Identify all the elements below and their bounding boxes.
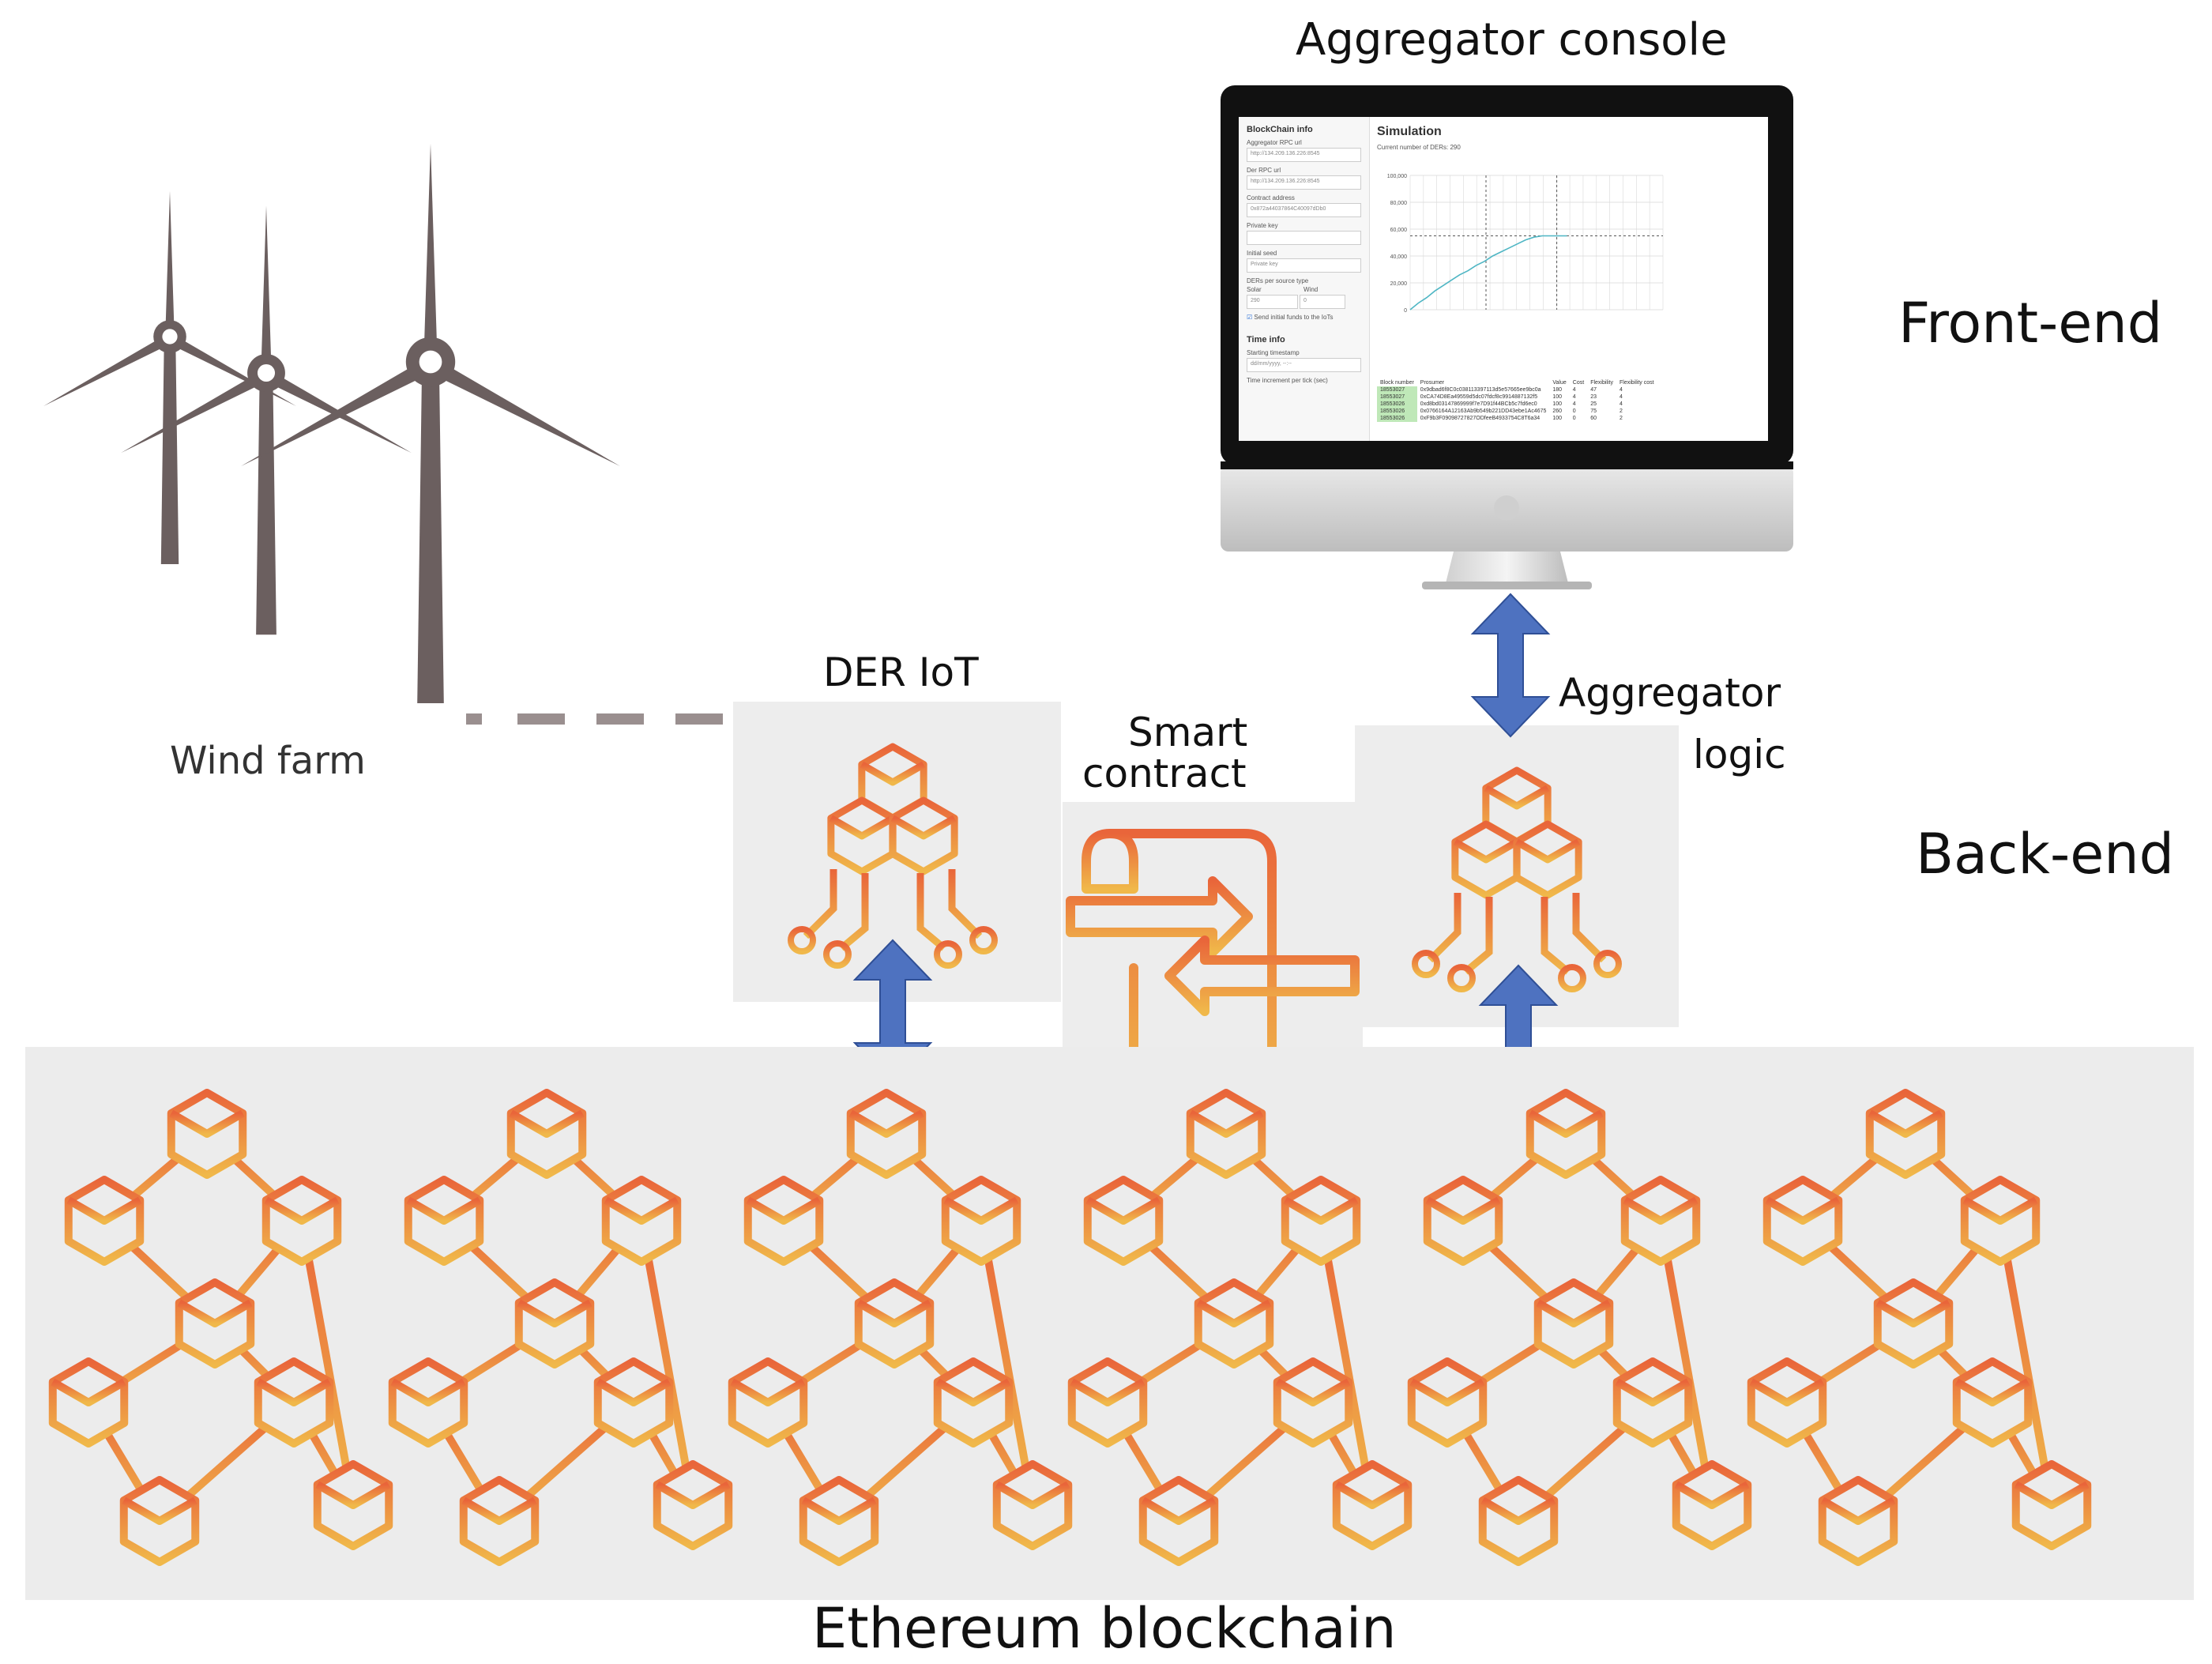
blockchain-tile — [1407, 1089, 1752, 1566]
der-iot-label: DER IoT — [823, 649, 979, 695]
ethereum-blockchain-icon — [48, 1089, 2092, 1566]
table-header: Flexibility cost — [1619, 380, 1654, 386]
table-header: Block number — [1380, 380, 1414, 386]
private-key-label: Private key — [1247, 222, 1278, 229]
y-tick-label: 80,000 — [1390, 201, 1408, 206]
table-cell: 4 — [1619, 401, 1623, 407]
aggregator-logic-label-line2: logic — [1693, 732, 1786, 777]
cube-cluster — [788, 743, 998, 969]
table-cell: 60 — [1590, 416, 1597, 421]
table-cell: 0 — [1572, 416, 1576, 421]
table-cell: 0xF9b3F09098727827ODfeeB4933754C8T6a34 — [1420, 416, 1540, 421]
solar-field[interactable]: 290 — [1247, 295, 1298, 309]
wind-farm-icon — [43, 143, 723, 725]
table-cell: 4 — [1572, 401, 1576, 407]
current-ders-text: Current number of DERs: 290 — [1377, 144, 1461, 151]
table-cell: 18553027 — [1377, 393, 1417, 401]
back-end-label: Back-end — [1916, 822, 2175, 887]
wind-label: Wind — [1304, 286, 1319, 293]
y-tick-label: 20,000 — [1390, 281, 1408, 287]
cube-cluster — [1412, 766, 1622, 992]
der-rpc-label: Der RPC url — [1247, 167, 1281, 174]
blockchain-tile — [1067, 1089, 1413, 1566]
table-cell: 100 — [1552, 401, 1563, 407]
table-cell: 75 — [1590, 408, 1597, 414]
table-header: Value — [1552, 380, 1567, 386]
starting-timestamp-field[interactable]: dd/mm/yyyy, --:-- — [1247, 358, 1361, 372]
table-cell: 18553026 — [1377, 415, 1417, 422]
table-cell: 18553026 — [1377, 408, 1417, 415]
simulation-title: Simulation — [1377, 125, 1442, 138]
table-cell: 2 — [1619, 408, 1623, 414]
console-aggregator-arrow — [1470, 593, 1551, 738]
table-cell: 0xd8bd03147869999f7e7D91f44BCb5c7fd6ec0 — [1420, 401, 1537, 407]
console-main: Simulation Current number of DERs: 290 — [1377, 117, 1768, 441]
smart-contract-label-line1: Smart — [1128, 710, 1248, 755]
table-header: Flexibility — [1590, 380, 1613, 386]
aggregator-rpc-label: Aggregator RPC url — [1247, 139, 1302, 146]
y-tick-label: 0 — [1404, 308, 1407, 314]
blockchain-tile — [1747, 1089, 2092, 1566]
der-iot-icon — [788, 743, 998, 969]
ders-line-chart: 0 20,000 40,000 60,000 80,000 100,000 — [1387, 174, 1664, 314]
solar-label: Solar — [1247, 286, 1262, 293]
y-tick-label: 100,000 — [1387, 174, 1407, 179]
blockchain-tile — [48, 1089, 393, 1566]
table-header: Cost — [1572, 380, 1585, 386]
y-tick-label: 60,000 — [1390, 228, 1408, 233]
table-cell: 0xCA74D8Ea49559d5dc07fdcf8c9914887132f5 — [1420, 394, 1538, 400]
y-tick-label: 40,000 — [1390, 254, 1408, 260]
aggregator-logic-icon — [1412, 766, 1622, 992]
der-rpc-field[interactable]: http://134.209.136.226:8545 — [1247, 175, 1361, 190]
time-info-heading: Time info — [1247, 335, 1285, 344]
front-end-label: Front-end — [1898, 291, 2163, 356]
table-cell: 0x9dbad6f8C0c038113397113d5e57665ee9bc0a — [1420, 387, 1541, 393]
initial-seed-field[interactable]: Private key — [1247, 258, 1361, 273]
table-cell: 4 — [1572, 394, 1576, 400]
wind-farm-label: Wind farm — [170, 739, 366, 783]
table-cell: 2 — [1619, 416, 1623, 421]
console-sidebar: BlockChain info Aggregator RPC url http:… — [1239, 117, 1370, 441]
ders-per-source-label: DERs per source type — [1247, 277, 1309, 284]
table-cell: 260 — [1552, 408, 1563, 414]
table-cell: 0x0766164A12163Ab9b549b221DD43ebe1Ac4675 — [1420, 408, 1547, 414]
table-cell: 47 — [1590, 387, 1597, 393]
table-cell: 18553027 — [1377, 386, 1417, 393]
table-cell: 18553026 — [1377, 401, 1417, 408]
ders-series-line — [1409, 235, 1567, 311]
starting-timestamp-label: Starting timestamp — [1247, 349, 1300, 356]
blockchain-tile — [388, 1089, 733, 1566]
time-increment-label: Time increment per tick (sec) — [1247, 377, 1328, 384]
transactions-table: Block number Prosumer Value Cost Flexibility… — [1377, 379, 1657, 422]
private-key-field[interactable] — [1247, 231, 1361, 245]
table-cell: 4 — [1619, 394, 1623, 400]
table-cell: 25 — [1590, 401, 1597, 407]
aggregator-rpc-field[interactable]: http://134.209.136.226:8545 — [1247, 148, 1361, 162]
console-screen: BlockChain info Aggregator RPC url http:… — [1239, 117, 1768, 441]
aggregator-logic-label-line1: Aggregator — [1559, 670, 1781, 716]
contract-address-field[interactable]: 0x872a44037864C40097dDb0 — [1247, 203, 1361, 217]
table-cell: 4 — [1619, 387, 1623, 393]
smart-contract-label-line2: contract — [1082, 751, 1247, 796]
send-funds-checkbox[interactable]: ☑ Send initial funds to the IoTs — [1247, 314, 1334, 321]
initial-seed-label: Initial seed — [1247, 250, 1277, 257]
table-header: Prosumer — [1420, 380, 1445, 386]
table-cell: 100 — [1552, 394, 1563, 400]
ethereum-blockchain-label: Ethereum blockchain — [812, 1596, 1397, 1661]
table-cell: 23 — [1590, 394, 1597, 400]
table-cell: 100 — [1552, 416, 1563, 421]
table-cell: 180 — [1552, 387, 1563, 393]
contract-address-label: Contract address — [1247, 194, 1295, 201]
table-cell: 0 — [1572, 408, 1576, 414]
blockchain-tile — [728, 1089, 1073, 1566]
aggregator-console-title: Aggregator console — [1296, 14, 1728, 66]
table-cell: 4 — [1572, 387, 1576, 393]
wind-field[interactable]: 0 — [1300, 295, 1345, 309]
blockchain-info-heading: BlockChain info — [1247, 125, 1313, 134]
